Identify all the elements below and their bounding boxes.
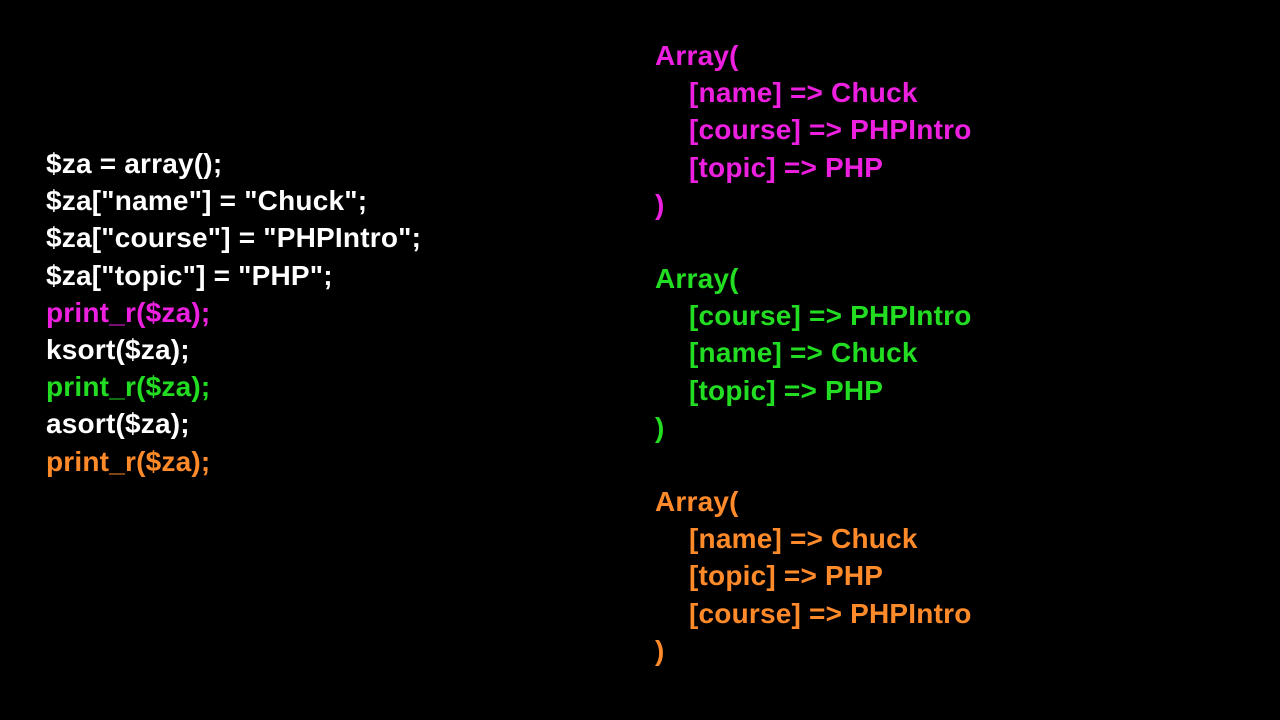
code-line-init: $za = array(); [46, 148, 223, 179]
output-entry: [course] => PHPIntro [689, 597, 972, 629]
output-entry: [course] => PHPIntro [689, 300, 972, 332]
output-entry: [name] => Chuck [689, 523, 918, 555]
code-line-print-3: print_r($za); [46, 445, 211, 477]
code-line-topic: $za["topic"] = "PHP"; [46, 259, 333, 291]
output-open: Array( [655, 263, 739, 294]
output-close: ) [655, 634, 665, 666]
code-line-print-2: print_r($za); [46, 371, 211, 403]
code-line-name: $za["name"] = "Chuck"; [46, 185, 368, 217]
code-line-course: $za["course"] = "PHPIntro"; [46, 222, 422, 254]
code-line-asort: asort($za); [46, 408, 190, 440]
output-block-ksort: Array( [course] => PHPIntro [name] => Ch… [655, 260, 1215, 446]
code-line-ksort: ksort($za); [46, 333, 190, 365]
output-block-original: Array( [name] => Chuck [course] => PHPIn… [655, 37, 1215, 223]
output-open: Array( [655, 40, 739, 71]
output-close: ) [655, 188, 665, 220]
php-code-block: $za = array(); $za["name"] = "Chuck"; $z… [46, 145, 421, 480]
output-entry: [topic] => PHP [689, 560, 884, 592]
output-entry: [topic] => PHP [689, 151, 884, 183]
output-close: ) [655, 411, 665, 443]
output-block-asort: Array( [name] => Chuck [topic] => PHP [c… [655, 483, 1215, 669]
output-open: Array( [655, 486, 739, 517]
output-entry: [course] => PHPIntro [689, 114, 972, 146]
output-entry: [name] => Chuck [689, 77, 918, 109]
output-entry: [name] => Chuck [689, 337, 918, 369]
output-entry: [topic] => PHP [689, 374, 884, 406]
code-line-print-1: print_r($za); [46, 296, 211, 328]
